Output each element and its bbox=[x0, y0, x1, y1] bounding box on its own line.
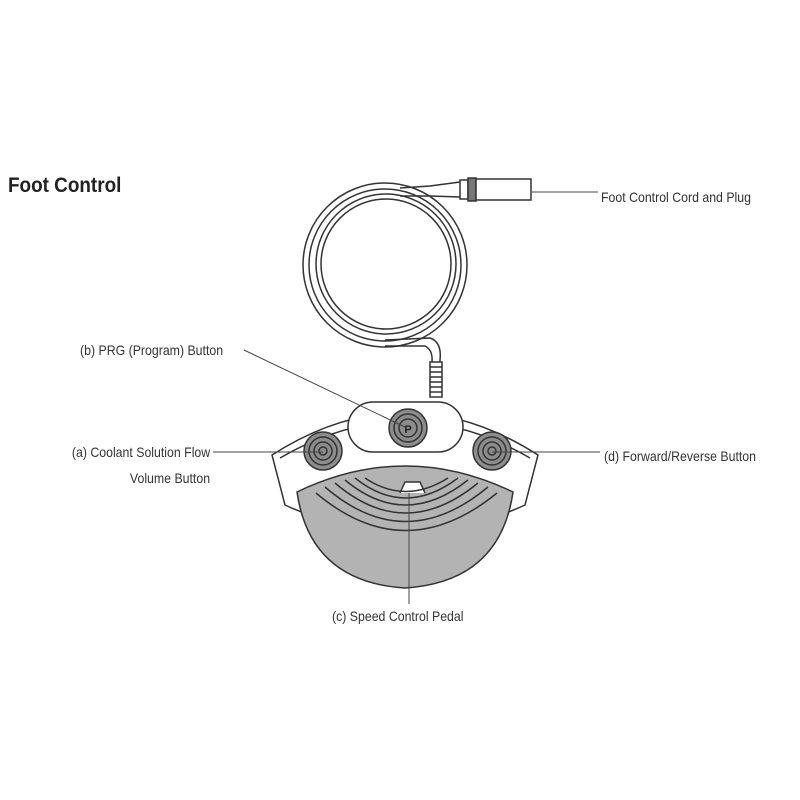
leader-lines bbox=[213, 191, 600, 604]
cord-label: Foot Control Cord and Plug bbox=[601, 189, 751, 205]
forward-reverse-label: (d) Forward/Reverse Button bbox=[604, 448, 757, 464]
page-title: Foot Control bbox=[8, 174, 122, 197]
prg-button bbox=[388, 408, 428, 448]
coolant-label-line1: (a) Coolant Solution Flow bbox=[71, 444, 210, 460]
pedal-label: (c) Speed Control Pedal bbox=[332, 608, 464, 624]
coolant-flow-button bbox=[303, 431, 343, 471]
prg-button-glyph: P bbox=[404, 424, 411, 436]
cord-coil bbox=[302, 182, 468, 395]
forward-reverse-button bbox=[472, 431, 512, 471]
coolant-label-line2: Volume Button bbox=[129, 470, 210, 486]
prg-label: (b) PRG (Program) Button bbox=[80, 342, 224, 358]
prg-leader bbox=[243, 349, 406, 428]
cord-plug bbox=[399, 177, 532, 202]
speed-control-pedal bbox=[296, 465, 514, 589]
cord-strain-relief bbox=[429, 361, 443, 398]
